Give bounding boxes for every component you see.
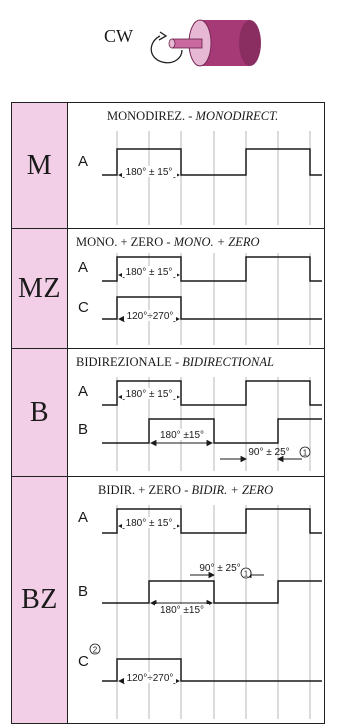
waveform-a bbox=[102, 508, 322, 534]
title-italian: MONO. + ZERO bbox=[76, 235, 164, 249]
title-english: BIDIRECTIONAL bbox=[182, 355, 274, 369]
code-cell: MZ bbox=[12, 229, 68, 348]
title-italian: BIDIR. + ZERO bbox=[98, 483, 182, 497]
code-label: BZ bbox=[21, 584, 58, 615]
title-separator: - bbox=[185, 109, 196, 123]
rotation-arrow-icon bbox=[150, 35, 183, 64]
annotation-zero-width: 120°÷270° bbox=[127, 311, 174, 322]
channel-label-b: B bbox=[78, 421, 89, 438]
channel-label-a: A bbox=[78, 383, 89, 400]
waveform-c bbox=[102, 296, 322, 320]
annotation-phase-a: 180° ± 15° bbox=[126, 167, 173, 178]
section-title: BIDIREZIONALE - BIDIRECTIONAL bbox=[76, 355, 274, 370]
code-cell: M bbox=[12, 103, 68, 228]
title-separator: - bbox=[163, 235, 174, 249]
note-marker-number: 1 bbox=[303, 449, 308, 458]
channel-label-a: A bbox=[78, 259, 89, 276]
annotation-zero-width: 120°÷270° bbox=[127, 673, 174, 684]
annotation-quadrature: 90° ± 25° bbox=[199, 563, 240, 574]
title-italian: BIDIREZIONALE bbox=[76, 355, 172, 369]
section-title: MONODIREZ. - MONODIRECT. bbox=[107, 109, 278, 124]
waveform-a bbox=[102, 148, 322, 176]
title-english: MONODIRECT. bbox=[195, 109, 279, 123]
code-label: M bbox=[26, 149, 53, 181]
waveform-a bbox=[102, 380, 322, 406]
timing-diagram-mz: 180° ± 15° 120°÷270° bbox=[102, 253, 322, 345]
timing-diagram-m: 180° ± 15° bbox=[102, 131, 322, 225]
title-english: MONO. + ZERO bbox=[173, 235, 260, 249]
annotation-phase-b: 180° ±15° bbox=[160, 430, 204, 441]
waveform-b bbox=[102, 418, 322, 444]
c-marker-number: 2 bbox=[93, 646, 98, 655]
timing-diagram-b: 180° ± 15° 180° ±15° 90° ± 25° 1 bbox=[102, 377, 322, 471]
code-label: B bbox=[29, 396, 50, 428]
title-separator: - bbox=[181, 483, 192, 497]
annotation-phase-a: 180° ± 15° bbox=[126, 389, 173, 400]
waveform-b bbox=[102, 580, 322, 604]
title-separator: - bbox=[171, 355, 183, 369]
channel-label-c: C bbox=[78, 299, 89, 316]
section-bz: BZ BIDIR. + ZERO - BIDIR. + ZERO A B C bbox=[12, 477, 324, 723]
channel-label-c: C bbox=[78, 653, 89, 670]
title-english: BIDIR. + ZERO bbox=[191, 483, 274, 497]
waveform-a bbox=[102, 256, 322, 282]
header-area: CW bbox=[0, 0, 339, 100]
encoder-output-table: M MONODIREZ. - MONODIRECT. A 180° ± 15° … bbox=[11, 102, 325, 724]
section-title: MONO. + ZERO - MONO. + ZERO bbox=[76, 235, 260, 250]
code-label: MZ bbox=[18, 272, 61, 304]
code-cell: B bbox=[12, 349, 68, 476]
rotary-encoder-cylinder-icon bbox=[150, 19, 261, 67]
section-title: BIDIR. + ZERO - BIDIR. + ZERO bbox=[98, 483, 273, 498]
channel-label-a: A bbox=[78, 509, 89, 526]
c-marker-circle bbox=[89, 643, 101, 655]
section-b: B BIDIREZIONALE - BIDIRECTIONAL A B 180 bbox=[12, 349, 324, 477]
channel-label-b: B bbox=[78, 583, 89, 600]
code-cell: BZ bbox=[12, 477, 68, 723]
annotation-phase-a: 180° ± 15° bbox=[126, 267, 173, 278]
annotation-phase-a: 180° ± 15° bbox=[126, 518, 173, 529]
section-m: M MONODIREZ. - MONODIRECT. A 180° ± 15° bbox=[12, 103, 324, 229]
section-mz: MZ MONO. + ZERO - MONO. + ZERO A C 180° … bbox=[12, 229, 324, 349]
note-marker-circle bbox=[240, 567, 252, 579]
channel-label-a: A bbox=[78, 153, 89, 170]
rotation-direction-label: CW bbox=[104, 26, 133, 46]
annotation-quadrature: 90° ± 25° bbox=[248, 447, 289, 458]
waveform-c bbox=[102, 658, 322, 682]
note-marker-circle bbox=[299, 446, 311, 458]
title-italian: MONODIREZ. bbox=[107, 109, 186, 123]
timing-diagram-bz: 180° ± 15° 90° ± 25° 1 180° ±15° 120°÷27… bbox=[89, 505, 322, 719]
annotation-phase-b: 180° ±15° bbox=[160, 605, 204, 616]
note-marker-number: 1 bbox=[244, 570, 249, 579]
